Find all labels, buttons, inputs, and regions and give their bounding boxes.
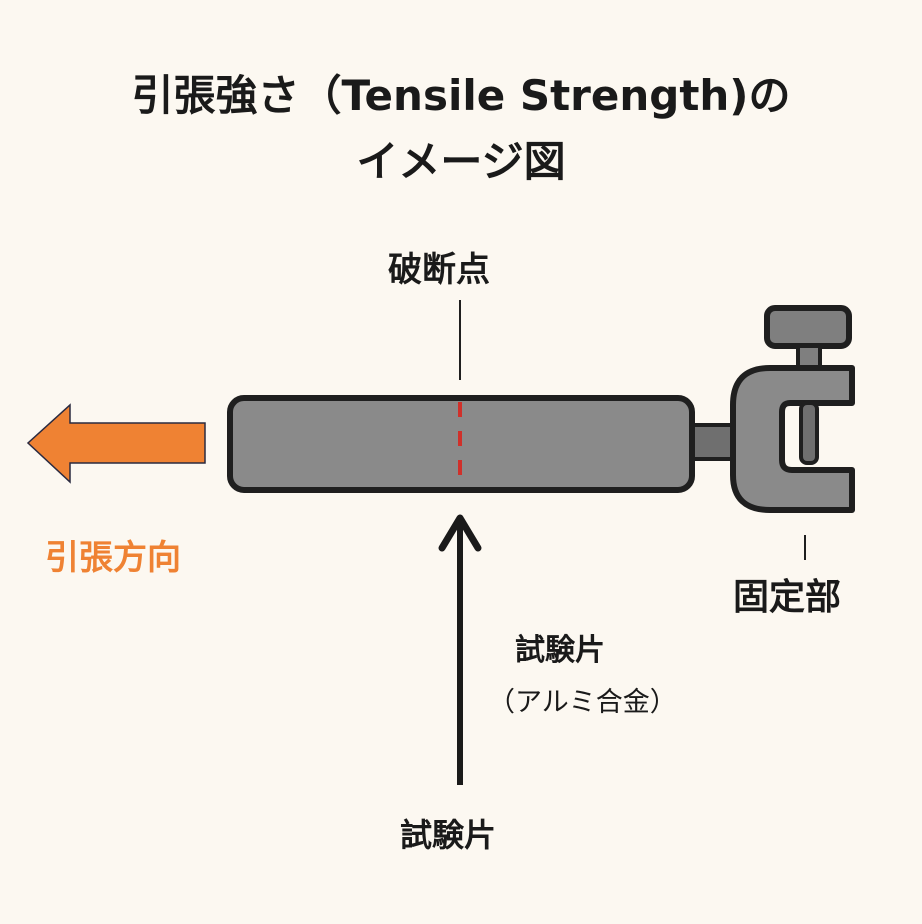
clamp-body: [730, 365, 855, 513]
specimen-bottom-label: 試験片: [400, 816, 497, 854]
title-line-1: 引張強さ（Tensile Strength)の: [131, 71, 791, 120]
pull-direction-arrow: [26, 403, 206, 484]
clamp-knob: [764, 305, 852, 349]
fixed-part-label: 固定部: [733, 577, 842, 618]
specimen-arrow-head: [438, 514, 482, 552]
pull-direction-label: 引張方向: [45, 538, 181, 578]
fracture-point-label: 破断点: [388, 250, 490, 290]
title-line-2: イメージ図: [356, 137, 566, 186]
clamp-screw: [799, 401, 819, 465]
specimen-material-label: （アルミ合金）: [488, 687, 677, 718]
specimen-label: 試験片: [515, 633, 605, 668]
connector-rod: [688, 423, 738, 461]
